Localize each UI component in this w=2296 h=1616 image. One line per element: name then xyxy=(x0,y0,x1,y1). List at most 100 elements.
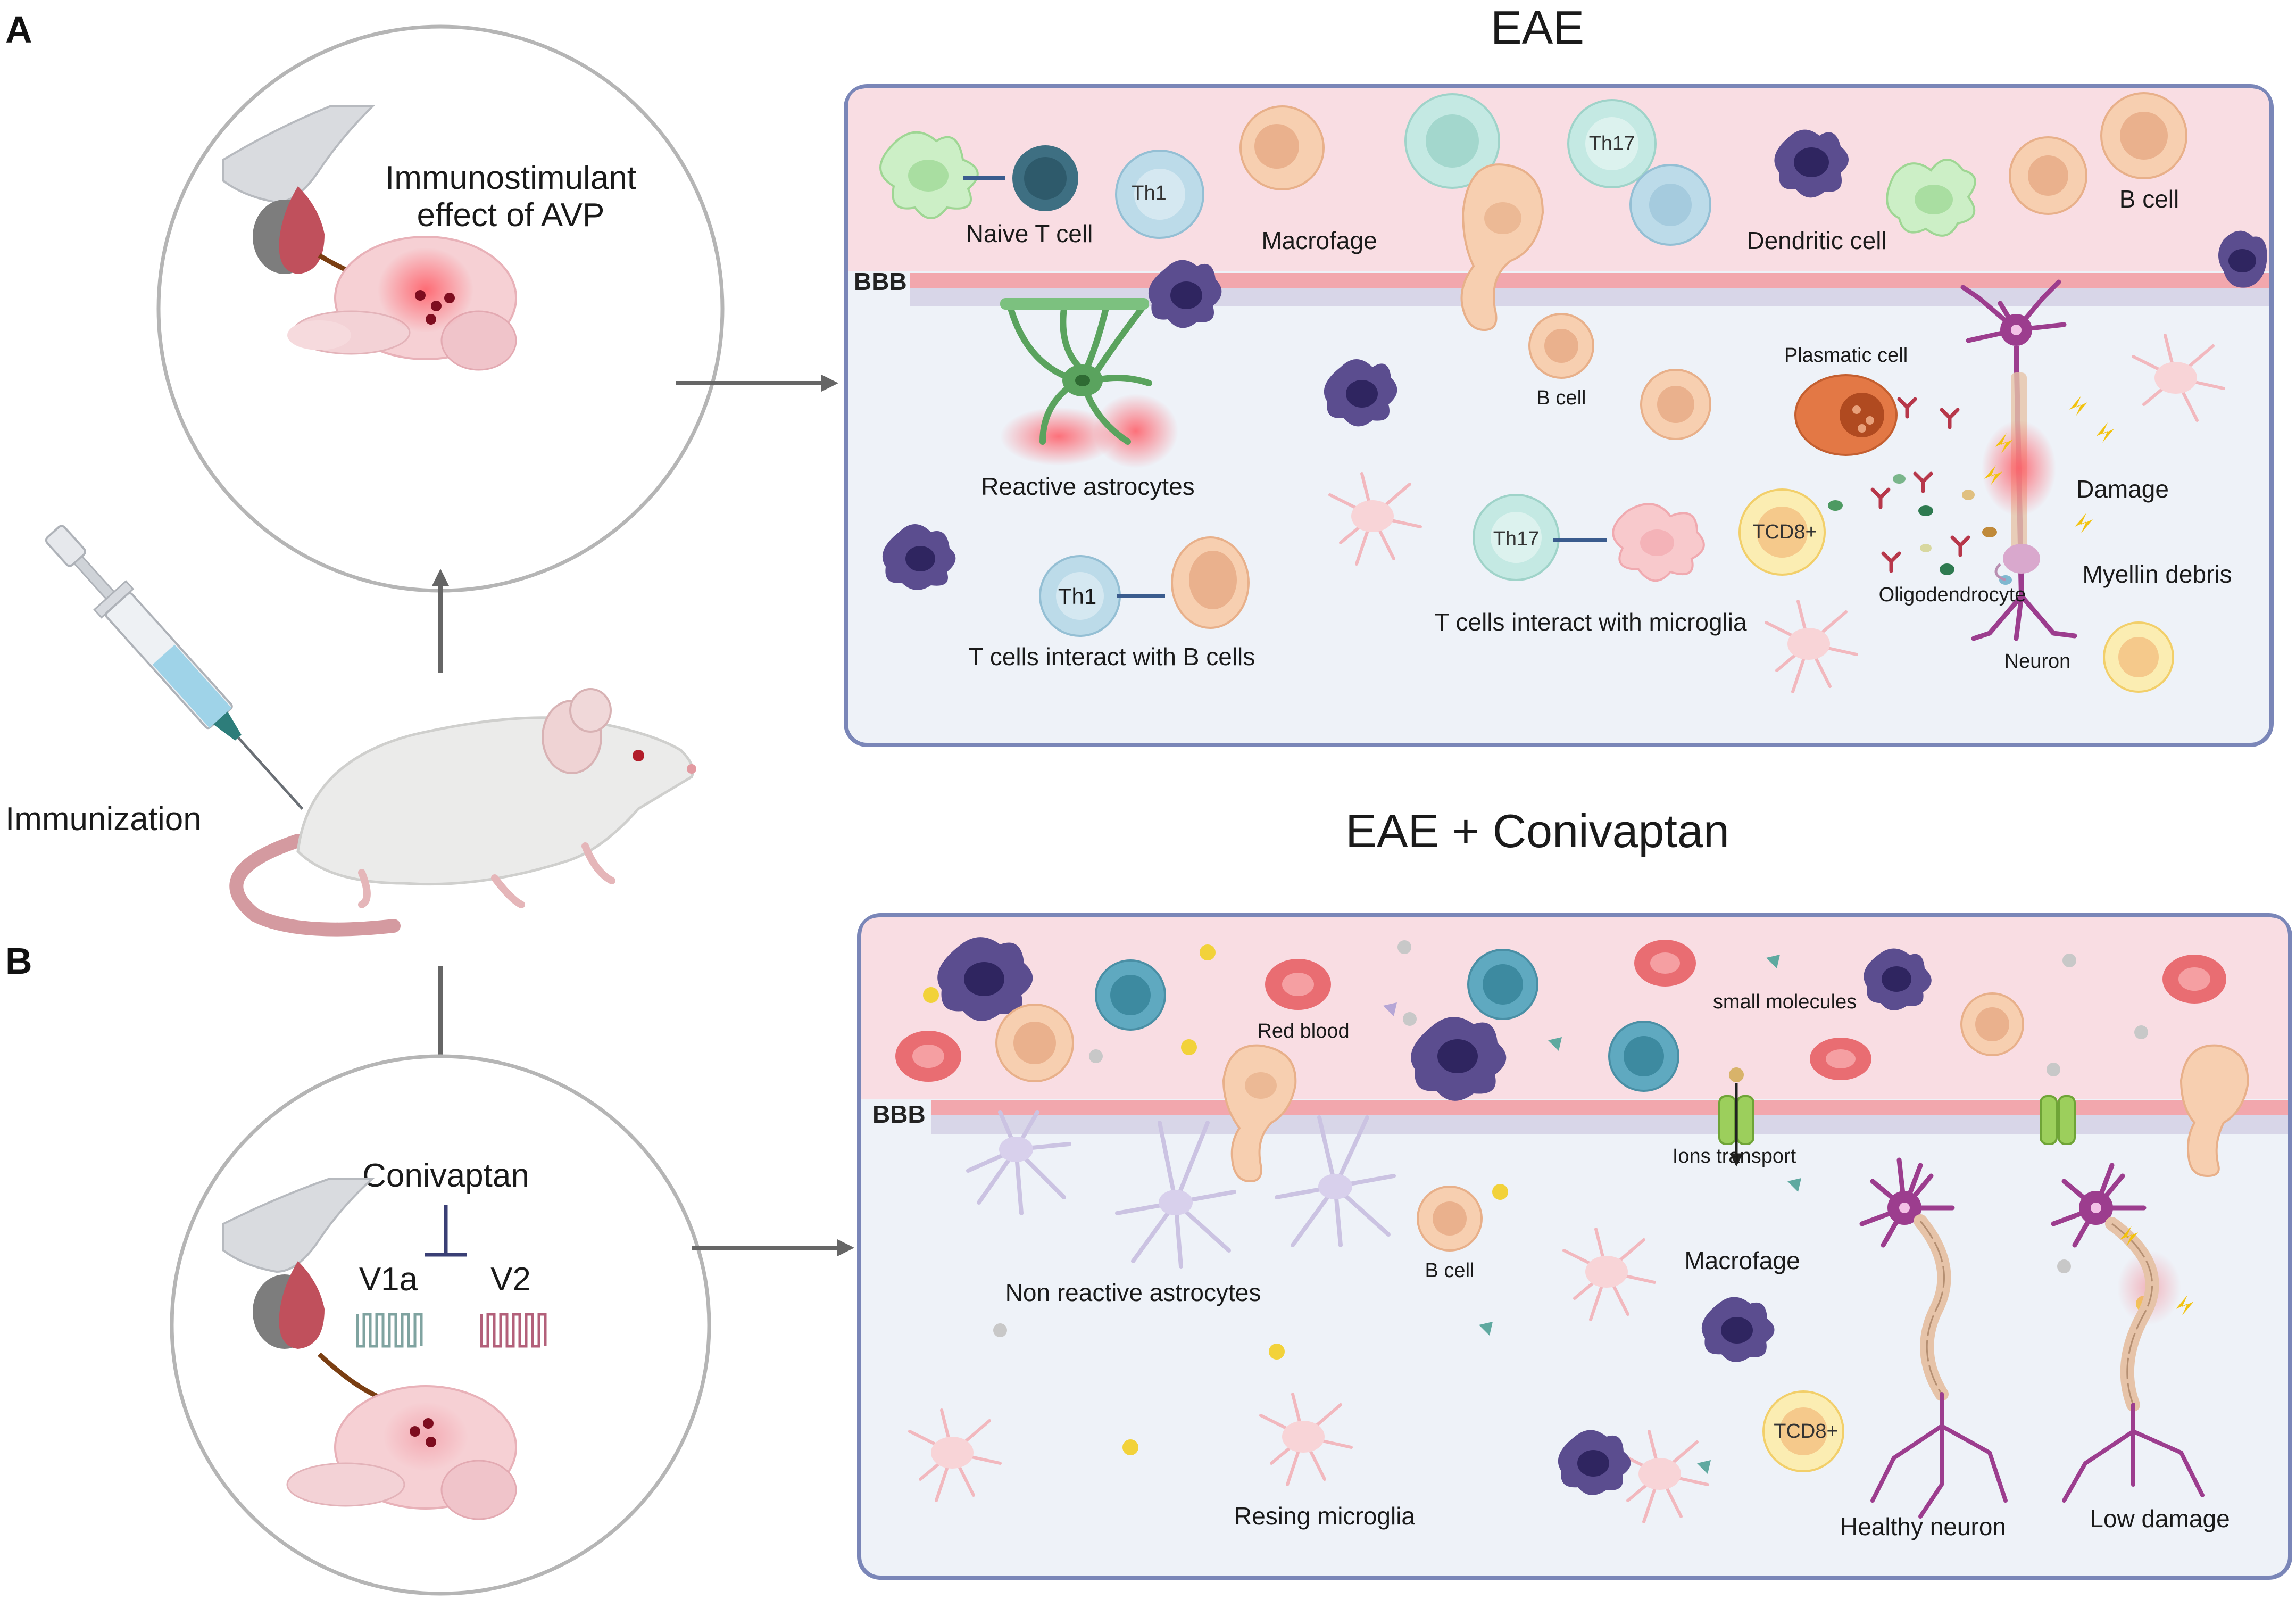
microglia-body-b1 xyxy=(1585,1256,1628,1288)
receptor-v2-label: V2 xyxy=(490,1261,531,1298)
dc-purple-cns-a2 xyxy=(882,524,956,590)
rbc-b2 xyxy=(1265,959,1331,1010)
myelin-debris-label: Myellin debris xyxy=(2082,560,2232,588)
damage-label-a: Damage xyxy=(2076,475,2169,503)
migrating-monocyte-b1 xyxy=(1222,1044,1297,1183)
b-cell-b xyxy=(1417,1186,1483,1252)
dc-purple-b2 xyxy=(1411,1017,1507,1101)
teal-cell-b1 xyxy=(1095,959,1166,1031)
dendritic-cell-label: Dendritic cell xyxy=(1746,227,1886,254)
resting-microglia-label: Resing microglia xyxy=(1234,1502,1415,1530)
pituitary-anterior xyxy=(279,186,325,274)
panel-label-b: B xyxy=(5,940,32,982)
plasmatic-cell xyxy=(1794,374,1898,456)
microglia-body-b2 xyxy=(931,1437,974,1469)
dendritic-purple-a1 xyxy=(1774,129,1849,198)
macrophage-a1 xyxy=(1239,105,1325,190)
microglia-body-a2 xyxy=(1787,628,1830,660)
th1-cns-label: Th1 xyxy=(1058,584,1096,609)
yellow-cell-a xyxy=(2103,621,2174,693)
macrophage-label-a: Macrofage xyxy=(1261,227,1377,254)
th1-blood xyxy=(1115,150,1204,239)
th17-blood xyxy=(1567,99,1657,188)
b-cell-cns-a xyxy=(1528,313,1711,440)
rbc-b5 xyxy=(2162,955,2226,1004)
teal-cell-b2 xyxy=(1467,949,1538,1020)
teal-cell-b3 xyxy=(1608,1021,1679,1092)
conivaptan-label: Conivaptan xyxy=(362,1157,529,1194)
small-molecules-label: small molecules xyxy=(1713,991,1857,1013)
neuron-a xyxy=(1960,279,2114,641)
title-eae: EAE xyxy=(1491,1,1584,54)
microglia-body-a3 xyxy=(2154,362,2197,394)
b-cell-blood-a xyxy=(2009,92,2187,215)
th17-cns xyxy=(1473,494,1560,581)
ion-channel-1 xyxy=(1718,1067,1754,1167)
migrating-monocyte-b2 xyxy=(2179,1044,2249,1178)
panel-label-a: A xyxy=(5,9,32,51)
tcd8-label-a: TCD8+ xyxy=(1752,521,1817,543)
astro-body-1 xyxy=(999,1137,1033,1162)
oligodendrocyte xyxy=(1994,544,2040,582)
panel-b: BBB Ions transport xyxy=(857,913,2292,1580)
dc-purple-b1 xyxy=(937,937,1033,1021)
v1a-receptor-icon xyxy=(356,1313,423,1348)
reactive-astrocytes-label: Reactive astrocytes xyxy=(981,473,1194,500)
dc-purple-b4 xyxy=(1701,1297,1775,1362)
panel-a: BBB Naive T cell Th1 Macrofage xyxy=(844,84,2274,747)
dc-purple-cns-a1 xyxy=(1324,359,1397,427)
astro-body-3 xyxy=(1318,1174,1352,1199)
panel-a-bbb: BBB xyxy=(854,268,907,295)
panel-b-endothelium xyxy=(931,1100,2288,1134)
b-cell-b-label: B cell xyxy=(1425,1259,1475,1282)
tcd8-cell-a xyxy=(1738,488,1826,576)
dendritic-purple-a2 xyxy=(2218,230,2267,288)
panel-b-bbb: BBB xyxy=(872,1100,926,1128)
healthy-neuron-label: Healthy neuron xyxy=(1840,1513,2006,1540)
avp-text-line2: effect of AVP xyxy=(417,197,605,234)
non-reactive-astrocytes xyxy=(966,1110,1396,1269)
macrophage-b2 xyxy=(1960,992,2024,1056)
teal-cell-a1 xyxy=(1404,93,1500,189)
rbc-b3 xyxy=(1634,940,1696,987)
reactive-astrocyte xyxy=(1000,298,1178,468)
oligodendrocyte-label: Oligodendrocyte xyxy=(1879,584,2026,606)
avp-text-line1: Immunostimulant xyxy=(385,160,636,196)
antibodies-a xyxy=(1870,397,1970,573)
top-circle: Immunostimulant effect of AVP xyxy=(156,24,725,593)
ions-transport-label: Ions transport xyxy=(1673,1145,1796,1167)
dendritic-cell-a1 xyxy=(879,131,979,219)
microglia-body-a1 xyxy=(1351,500,1394,532)
th17-blood-label: Th17 xyxy=(1589,132,1635,155)
macrophage-b-label: Macrofage xyxy=(1684,1247,1800,1274)
th17-cns-label: Th17 xyxy=(1493,528,1540,550)
rbc-b1 xyxy=(895,1031,961,1082)
th1-blood-label: Th1 xyxy=(1132,182,1166,204)
microglia-body-b4 xyxy=(1638,1458,1681,1490)
t-b-interaction-label: T cells interact with B cells xyxy=(969,643,1255,670)
th1-cns xyxy=(1039,555,1121,637)
non-reactive-astrocytes-label: Non reactive astrocytes xyxy=(1005,1279,1261,1306)
dc-purple-b3 xyxy=(1864,948,1932,1010)
low-damage-neuron xyxy=(2051,1163,2205,1503)
th-cell-a2 xyxy=(1629,164,1711,246)
tcd8-label-b: TCD8+ xyxy=(1774,1420,1838,1443)
dc-purple-b5 xyxy=(1558,1430,1631,1495)
t-microglia-interaction-label: T cells interact with microglia xyxy=(1434,608,1747,636)
b-cell-interacting xyxy=(1171,536,1250,629)
plasmatic-cell-label: Plasmatic cell xyxy=(1784,344,1908,367)
low-damage-label: Low damage xyxy=(2090,1505,2230,1532)
neuron-label: Neuron xyxy=(2004,650,2071,673)
myelin-debris-particles xyxy=(1828,474,2012,585)
dc-purple-bbb-a xyxy=(1148,260,1222,328)
pituitary-stalk xyxy=(222,105,375,204)
v2-receptor-icon xyxy=(480,1313,547,1348)
microglia-a xyxy=(1328,334,2225,693)
ion-channel-2 xyxy=(2040,1095,2076,1145)
brain-icon-2 xyxy=(286,1385,517,1520)
dendritic-cell-a2 xyxy=(1886,159,1976,237)
small-molecules-dots xyxy=(923,940,2152,1474)
tcd8-cell-b xyxy=(1762,1390,1844,1472)
